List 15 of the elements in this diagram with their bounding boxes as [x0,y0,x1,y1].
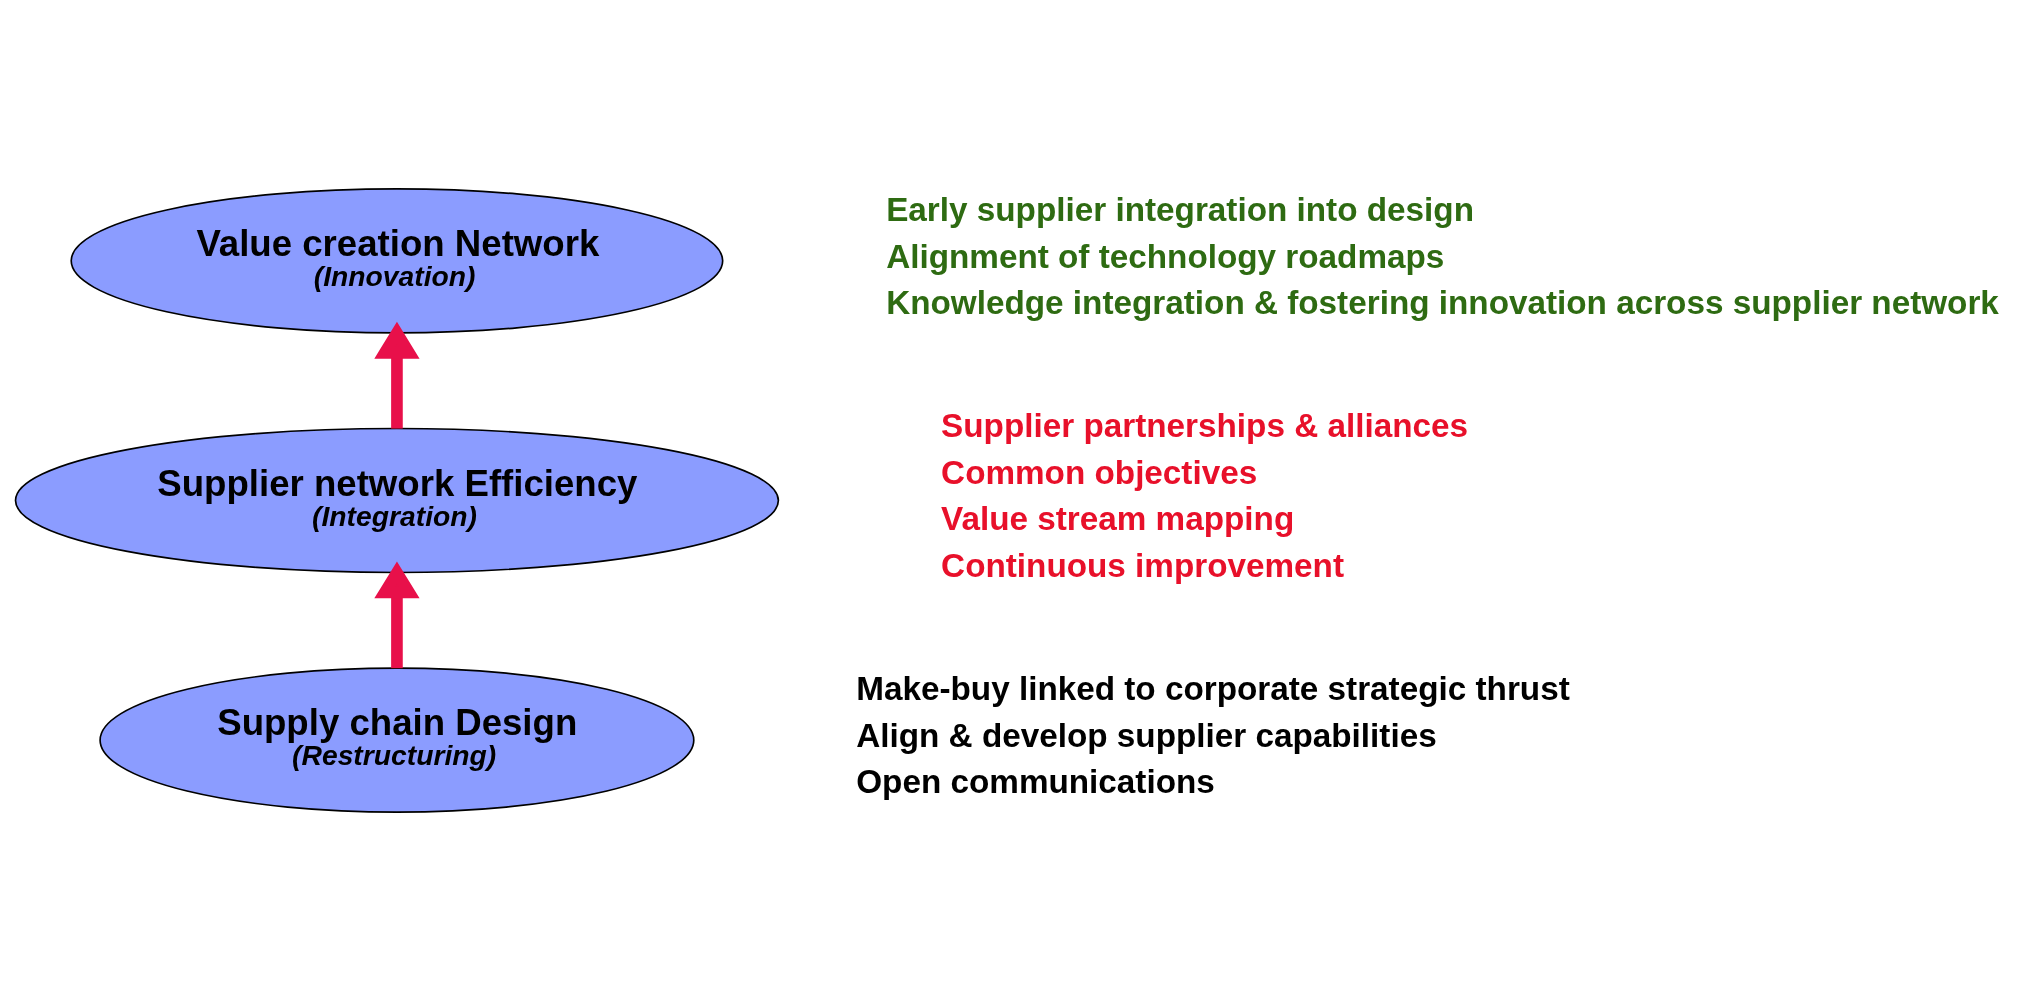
node-label: Value stream mapping [941,500,1295,538]
node-label: Knowledge integration & fostering innovation across supplier network [886,284,1999,322]
node-label: Supplier partnerships & alliances [941,407,1468,445]
node-label: Open communications [856,763,1215,801]
arrow [374,321,420,429]
node-label: Continuous improvement [941,547,1345,585]
node-label: Alignment of technology roadmaps [886,237,1445,275]
node-label: Make-buy linked to corporate strategic thrust [856,670,1570,708]
node-label: Align & develop supplier capabilities [856,716,1437,754]
node-label: Common objectives [941,453,1258,491]
arrow [374,561,420,669]
node-ellipse: Supply chain Design (Restructuring) [99,667,695,813]
node-ellipse: Supplier network Efficiency (Integration) [14,427,780,574]
node-label: Early supplier integration into design [886,190,1474,228]
node-ellipse: Value creation Network (Innovation) [70,188,724,334]
